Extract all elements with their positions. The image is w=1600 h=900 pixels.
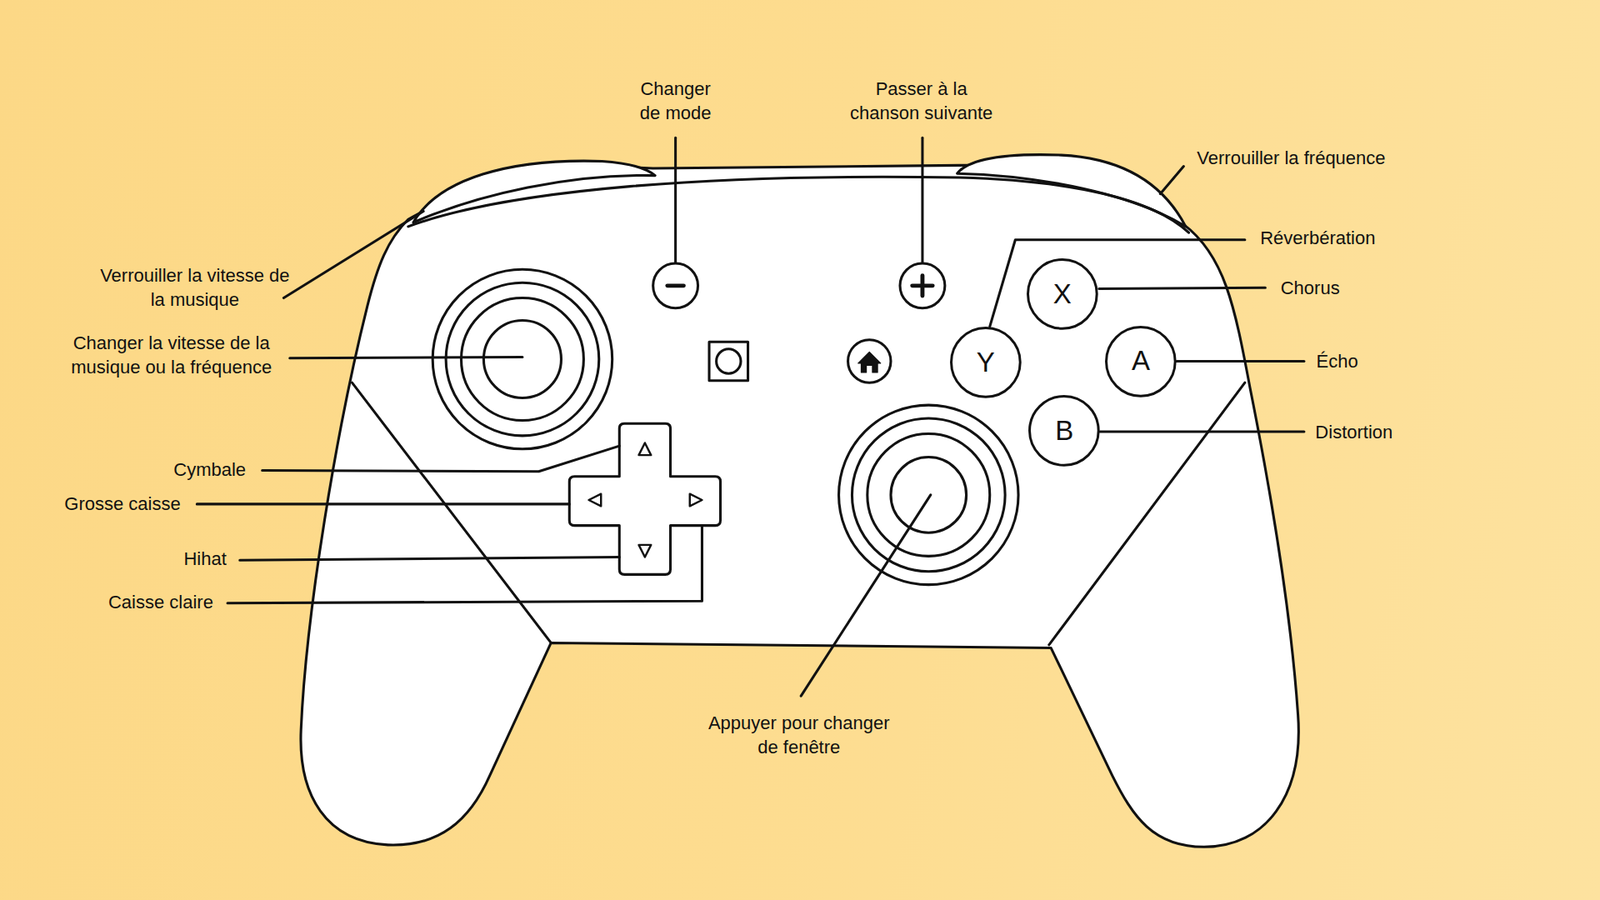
window-switch-label: Appuyer pour changer de fenêtre xyxy=(707,710,891,760)
chorus-label: Chorus xyxy=(1280,275,1340,300)
home-button xyxy=(848,340,891,383)
button-letter: A xyxy=(1105,325,1177,398)
snare-label: Caisse claire xyxy=(108,590,214,615)
reverb-label: Réverbération xyxy=(1260,225,1375,250)
minus-button xyxy=(653,263,699,309)
mode-label: Changer de mode xyxy=(630,76,722,125)
frequency-lock-label: Verrouiller la fréquence xyxy=(1196,145,1385,170)
face-button: X xyxy=(1026,258,1099,330)
button-letter: Y xyxy=(950,326,1022,399)
cymbal-label: Cymbale xyxy=(173,457,246,482)
top-edge xyxy=(408,176,1190,233)
button-letter: X xyxy=(1026,258,1099,330)
face-button: Y xyxy=(950,326,1022,399)
left-stick xyxy=(432,269,613,450)
right-stick xyxy=(839,405,1020,585)
plus-button xyxy=(900,263,945,309)
echo-label: Écho xyxy=(1316,349,1359,374)
bass-drum-label: Grosse caisse xyxy=(64,490,180,515)
speed-control-label: Changer la vitesse de la musique ou la f… xyxy=(59,330,285,380)
d-pad-arrows xyxy=(589,442,703,557)
d-pad xyxy=(569,423,720,575)
capture-button xyxy=(709,341,749,381)
left-grip-line xyxy=(351,382,551,643)
hihat-label: Hihat xyxy=(183,545,226,570)
distortion-label: Distortion xyxy=(1315,419,1393,444)
right-bumper xyxy=(957,155,1186,227)
next-song-label: Passer à la chanson suivante xyxy=(840,76,1003,125)
face-button: B xyxy=(1028,395,1100,467)
speed-lock-label: Verrouiller la vitesse de la musique xyxy=(100,263,290,312)
button-letter: B xyxy=(1028,395,1100,467)
leader-lines xyxy=(196,137,1305,696)
face-button: A xyxy=(1105,325,1177,398)
controller-body xyxy=(300,165,1299,847)
